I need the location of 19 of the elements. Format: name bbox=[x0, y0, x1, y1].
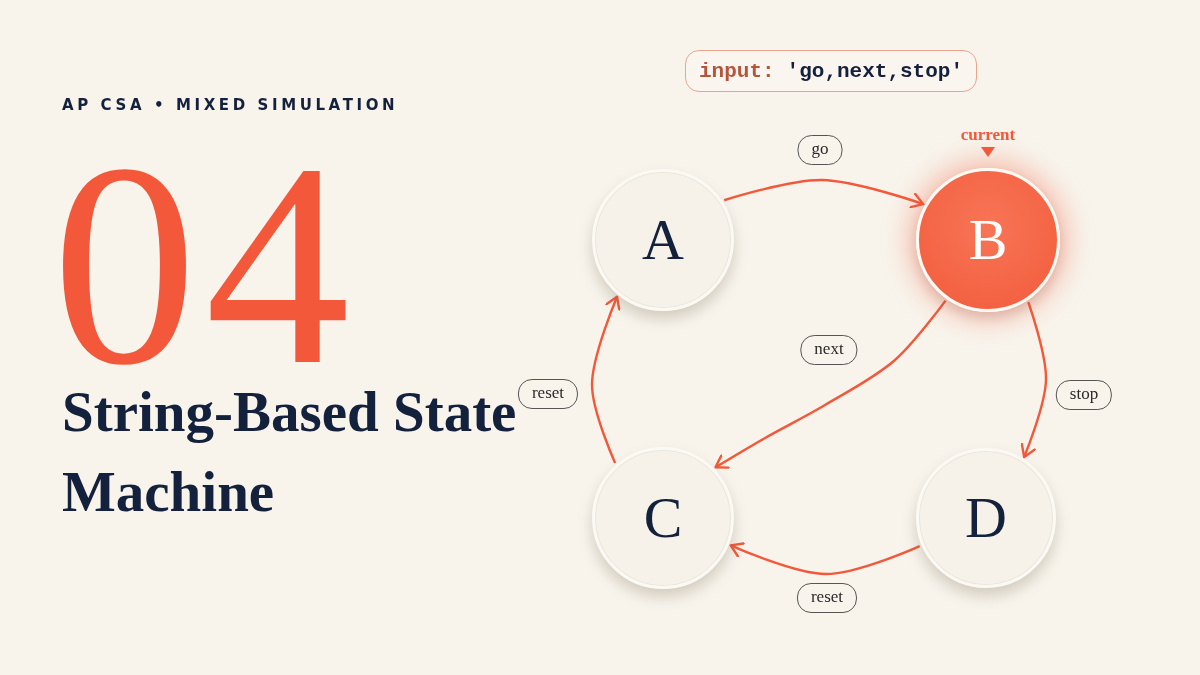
arrow bbox=[1020, 301, 1048, 459]
arrow bbox=[590, 295, 621, 464]
state-label: C bbox=[643, 489, 683, 547]
edge-label: stop bbox=[1055, 380, 1113, 410]
kicker-text: AP CSA • MIXED SIMULATION bbox=[62, 96, 399, 114]
state-annotation: current bbox=[960, 125, 1016, 145]
code-string: 'go,next,stop' bbox=[786, 59, 964, 83]
state-label: A bbox=[642, 211, 684, 269]
state-label: B bbox=[968, 211, 1008, 269]
code-key: input: bbox=[698, 59, 775, 83]
input-box bbox=[685, 50, 977, 92]
edge-label: next bbox=[800, 335, 858, 365]
arrow bbox=[723, 178, 925, 209]
edge-label: reset bbox=[517, 379, 579, 409]
edge-label: reset bbox=[796, 583, 858, 613]
edge-label: go bbox=[797, 135, 843, 165]
state-label: D bbox=[965, 489, 1007, 547]
arrow bbox=[714, 299, 947, 469]
arrow bbox=[729, 542, 921, 576]
